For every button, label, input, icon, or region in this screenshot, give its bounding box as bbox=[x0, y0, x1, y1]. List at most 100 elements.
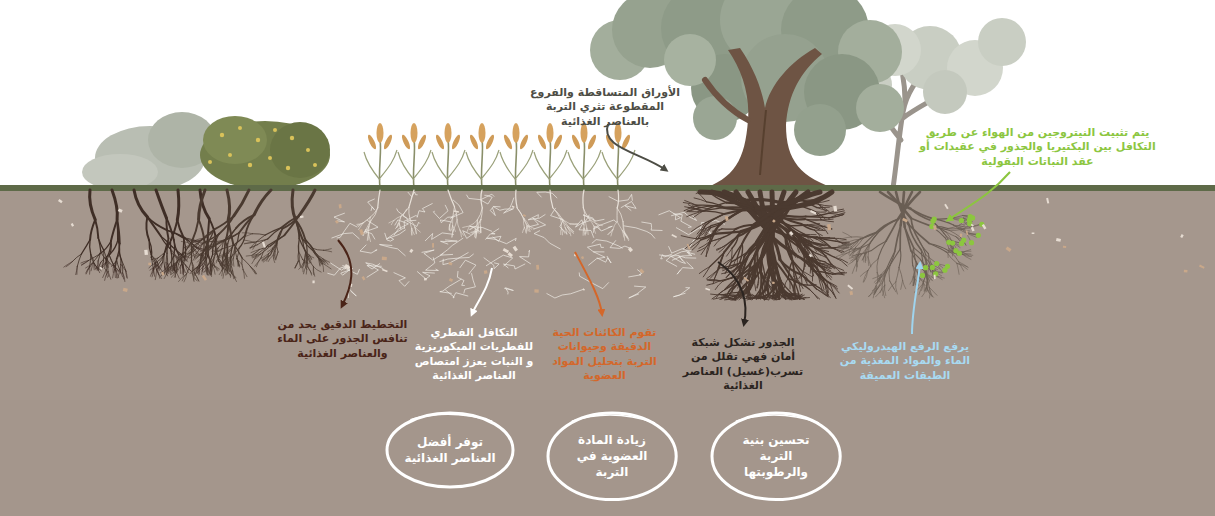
leaf-litter bbox=[513, 246, 518, 252]
root bbox=[169, 258, 181, 268]
root bbox=[761, 258, 765, 277]
root bbox=[786, 298, 789, 299]
root bbox=[724, 209, 753, 214]
leaf-litter bbox=[484, 270, 488, 274]
root bbox=[170, 240, 171, 255]
root bbox=[914, 276, 915, 285]
root bbox=[717, 245, 727, 251]
root bbox=[307, 256, 308, 268]
root bbox=[948, 228, 958, 230]
callout-label: التكافل الفطري للفطريات الميكوريزية و ال… bbox=[410, 326, 538, 383]
root bbox=[171, 220, 178, 240]
root bbox=[910, 277, 913, 285]
fungal-hypha bbox=[365, 220, 378, 239]
root bbox=[358, 223, 363, 227]
root bbox=[785, 296, 786, 298]
leaf-litter bbox=[118, 208, 123, 212]
grass-leaf bbox=[500, 152, 516, 180]
root bbox=[476, 230, 478, 237]
root-nodule bbox=[976, 233, 981, 238]
root bbox=[517, 208, 524, 219]
root bbox=[185, 265, 192, 272]
root bbox=[231, 258, 234, 264]
root bbox=[313, 249, 324, 251]
fungal-hypha bbox=[597, 256, 611, 263]
root bbox=[108, 271, 111, 279]
root bbox=[736, 225, 754, 229]
leaf-litter bbox=[847, 285, 853, 290]
root bbox=[803, 275, 817, 289]
leaf-litter bbox=[772, 219, 776, 223]
leaf-litter bbox=[449, 278, 453, 282]
root bbox=[480, 227, 482, 232]
callout-label: يتم تثبيت النيتروجين من الهواء عن طريق ا… bbox=[915, 126, 1160, 169]
root bbox=[160, 263, 163, 271]
leaf-litter bbox=[833, 206, 837, 212]
root bbox=[871, 241, 886, 250]
roots bbox=[64, 190, 982, 300]
root bbox=[472, 229, 476, 234]
root bbox=[583, 208, 584, 219]
root bbox=[617, 208, 618, 222]
root bbox=[696, 225, 706, 238]
root bbox=[775, 297, 779, 299]
root bbox=[187, 250, 193, 259]
root bbox=[769, 207, 790, 233]
root bbox=[396, 223, 398, 228]
fungal-hypha bbox=[490, 206, 500, 215]
fungal-hypha bbox=[422, 250, 444, 260]
root bbox=[172, 255, 174, 264]
wheat-head bbox=[552, 134, 563, 151]
leaf-litter bbox=[312, 280, 314, 283]
grass-leaf bbox=[398, 152, 414, 180]
root bbox=[304, 266, 307, 274]
root bbox=[905, 227, 911, 251]
root bbox=[961, 250, 971, 253]
root bbox=[868, 244, 870, 257]
root bbox=[617, 190, 618, 208]
root bbox=[710, 280, 723, 281]
root bbox=[246, 255, 257, 257]
root bbox=[517, 208, 523, 219]
fungal-hypha bbox=[677, 262, 693, 274]
root bbox=[161, 268, 170, 276]
root bbox=[946, 232, 956, 237]
root bbox=[181, 262, 183, 268]
fungal-hypha bbox=[404, 216, 418, 229]
root bbox=[877, 273, 880, 282]
root bbox=[155, 270, 156, 280]
root bbox=[749, 292, 751, 296]
root bbox=[363, 217, 370, 223]
leader-arrow bbox=[948, 172, 1010, 220]
fungal-hypha bbox=[673, 288, 689, 297]
root bbox=[114, 265, 119, 271]
root bbox=[958, 228, 965, 229]
root bbox=[583, 190, 584, 208]
root bbox=[524, 228, 526, 234]
wheat-head bbox=[450, 134, 461, 151]
fungal-hypha bbox=[457, 271, 464, 286]
root bbox=[252, 234, 265, 235]
root bbox=[694, 209, 708, 218]
root bbox=[962, 229, 970, 231]
root bbox=[242, 258, 250, 267]
wheat-head bbox=[468, 134, 479, 151]
leaf-litter bbox=[582, 288, 585, 291]
root bbox=[698, 225, 705, 238]
callout-label: التخطيط الدقيق يحد من تنافس الجذور على ا… bbox=[275, 318, 410, 361]
root bbox=[223, 269, 226, 278]
root bbox=[713, 270, 718, 284]
root bbox=[309, 257, 312, 263]
root bbox=[95, 220, 98, 238]
root bbox=[214, 249, 223, 252]
root bbox=[851, 236, 864, 238]
root bbox=[112, 190, 117, 220]
root bbox=[596, 223, 603, 225]
fungal-hypha bbox=[337, 223, 358, 238]
root bbox=[717, 245, 727, 250]
root bbox=[180, 265, 181, 273]
root bbox=[570, 223, 578, 225]
root bbox=[899, 225, 901, 249]
grass-leaf bbox=[466, 152, 482, 180]
root bbox=[157, 263, 163, 270]
